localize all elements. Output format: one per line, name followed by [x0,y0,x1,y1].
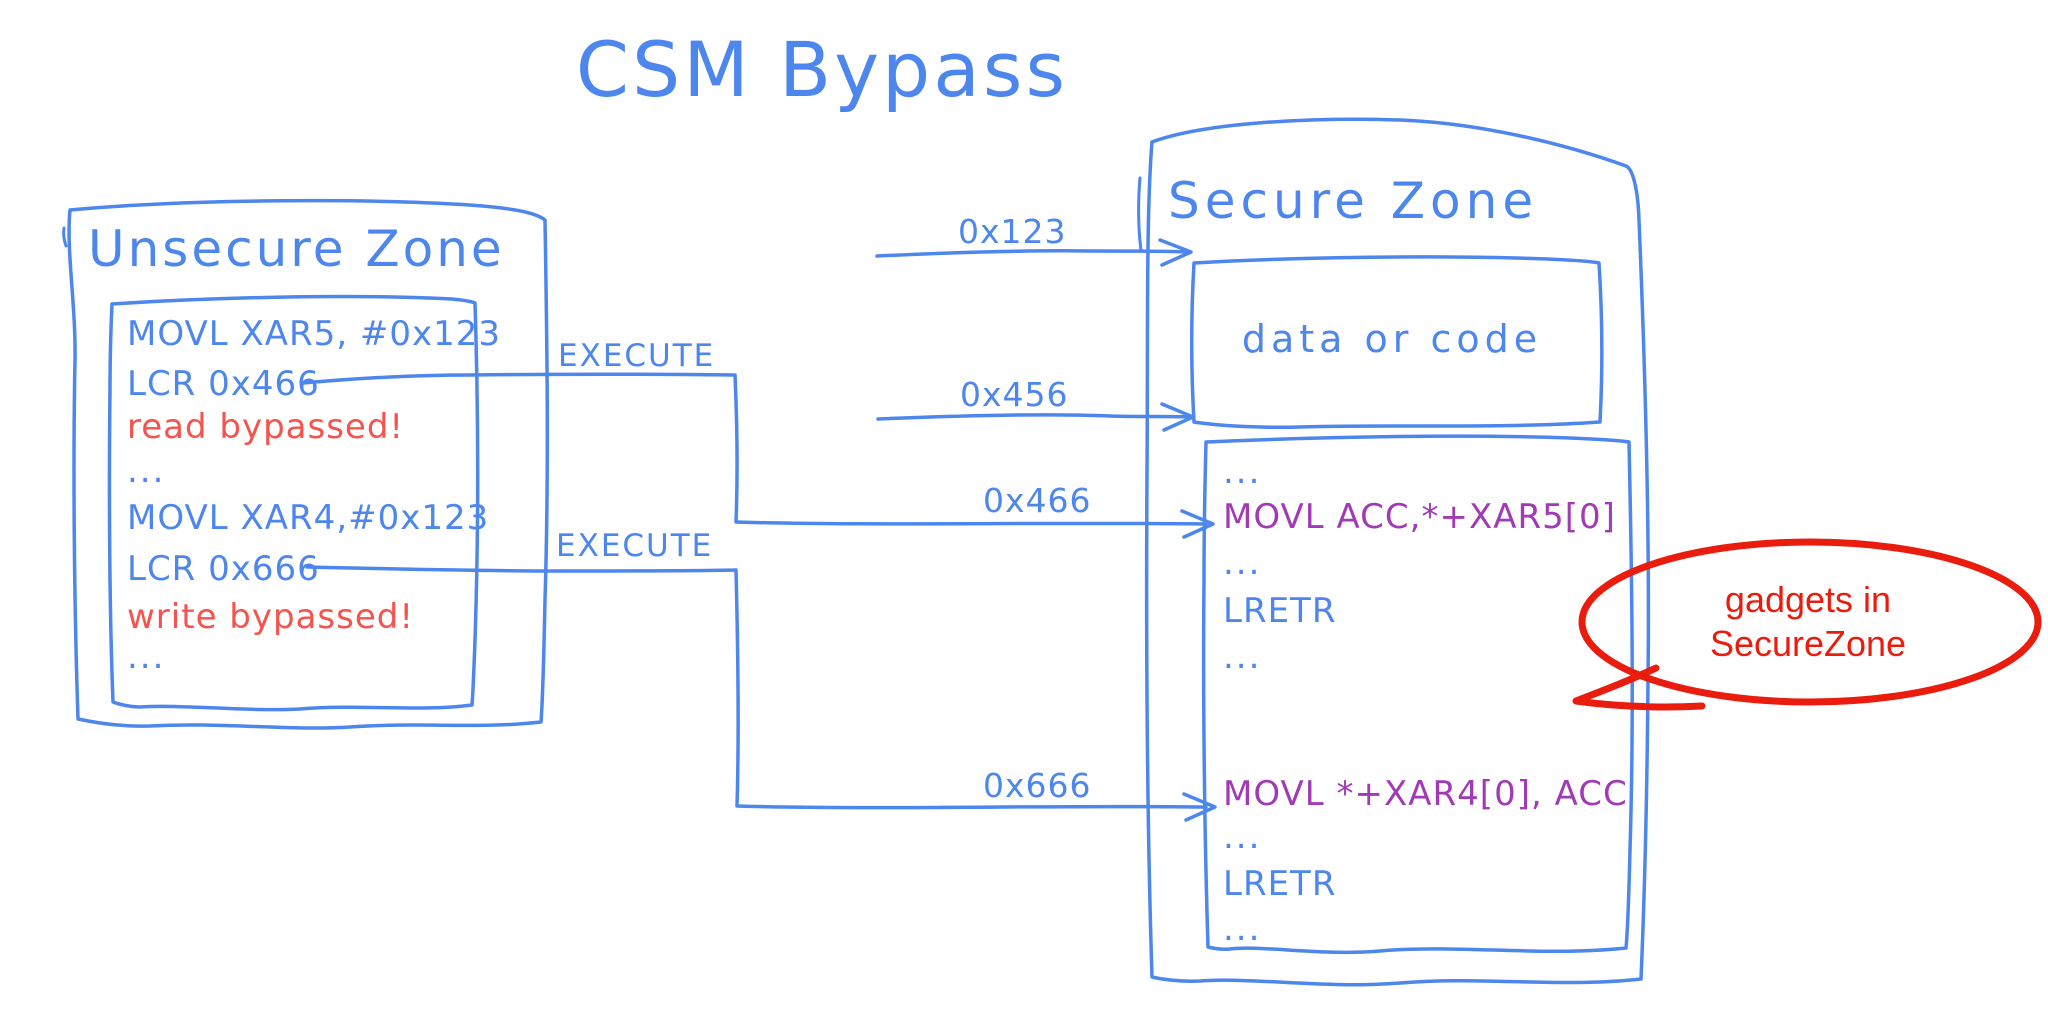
secure-zone-label: Secure Zone [1168,172,1538,230]
arrow-0x456 [876,413,1193,421]
gadget-line: MOVL ACC,*+XAR5[0] [1223,497,1616,537]
arrowhead-0x466-icon [1180,509,1215,539]
arrowhead-0x666-icon [1182,792,1217,822]
gadget-line: ... [1223,543,1261,583]
arrow-label-0x123: 0x123 [958,212,1067,251]
gadget-line: ... [1223,452,1261,492]
callout-bubble-tail [1572,664,1706,711]
execute-label-bottom: EXECUTE [556,528,713,564]
arrow-label-0x666: 0x666 [983,766,1092,805]
callout-text-line2: SecureZone [1710,623,1906,664]
unsecure-zone-left-tick [62,226,68,248]
arrow-0x123 [875,249,1191,258]
diagram-title: CSM Bypass [576,25,1068,114]
callout-text-line1: gadgets in [1725,579,1891,620]
callout-bubble [1578,538,2042,706]
gadget-line: ... [1223,817,1261,857]
secure-zone-box [1144,117,1651,987]
code-line: MOVL XAR5, #0x123 [127,314,501,354]
gadget-line: LRETR [1223,591,1336,631]
arrow-label-0x466: 0x466 [983,481,1092,520]
code-line: ... [127,451,165,491]
data-or-code-label: data or code [1242,317,1542,361]
secure-zone-left-tick [1137,176,1143,252]
code-line: write bypassed! [127,597,414,637]
arrowhead-0x456-icon [1160,402,1195,432]
arrow-label-0x456: 0x456 [960,375,1069,414]
unsecure-zone-box [67,198,550,730]
code-line: LCR 0x666 [127,549,320,589]
execute-line-top [301,372,1208,526]
execute-label-top: EXECUTE [558,338,715,374]
execute-line-bottom [305,565,1208,810]
arrowhead-0x123-icon [1158,238,1193,267]
gadget-line: MOVL *+XAR4[0], ACC [1223,774,1628,814]
gadget-line: ... [1223,909,1261,949]
gadget-line: LRETR [1223,864,1336,904]
unsecure-code-box [107,294,480,712]
code-line: MOVL XAR4,#0x123 [127,498,489,538]
code-line: ... [127,637,165,677]
code-line: LCR 0x466 [127,364,320,404]
gadget-line: ... [1223,637,1261,677]
data-or-code-box [1190,255,1604,430]
code-line: read bypassed! [127,407,404,447]
unsecure-zone-label: Unsecure Zone [88,220,505,278]
gadget-box [1201,434,1634,955]
